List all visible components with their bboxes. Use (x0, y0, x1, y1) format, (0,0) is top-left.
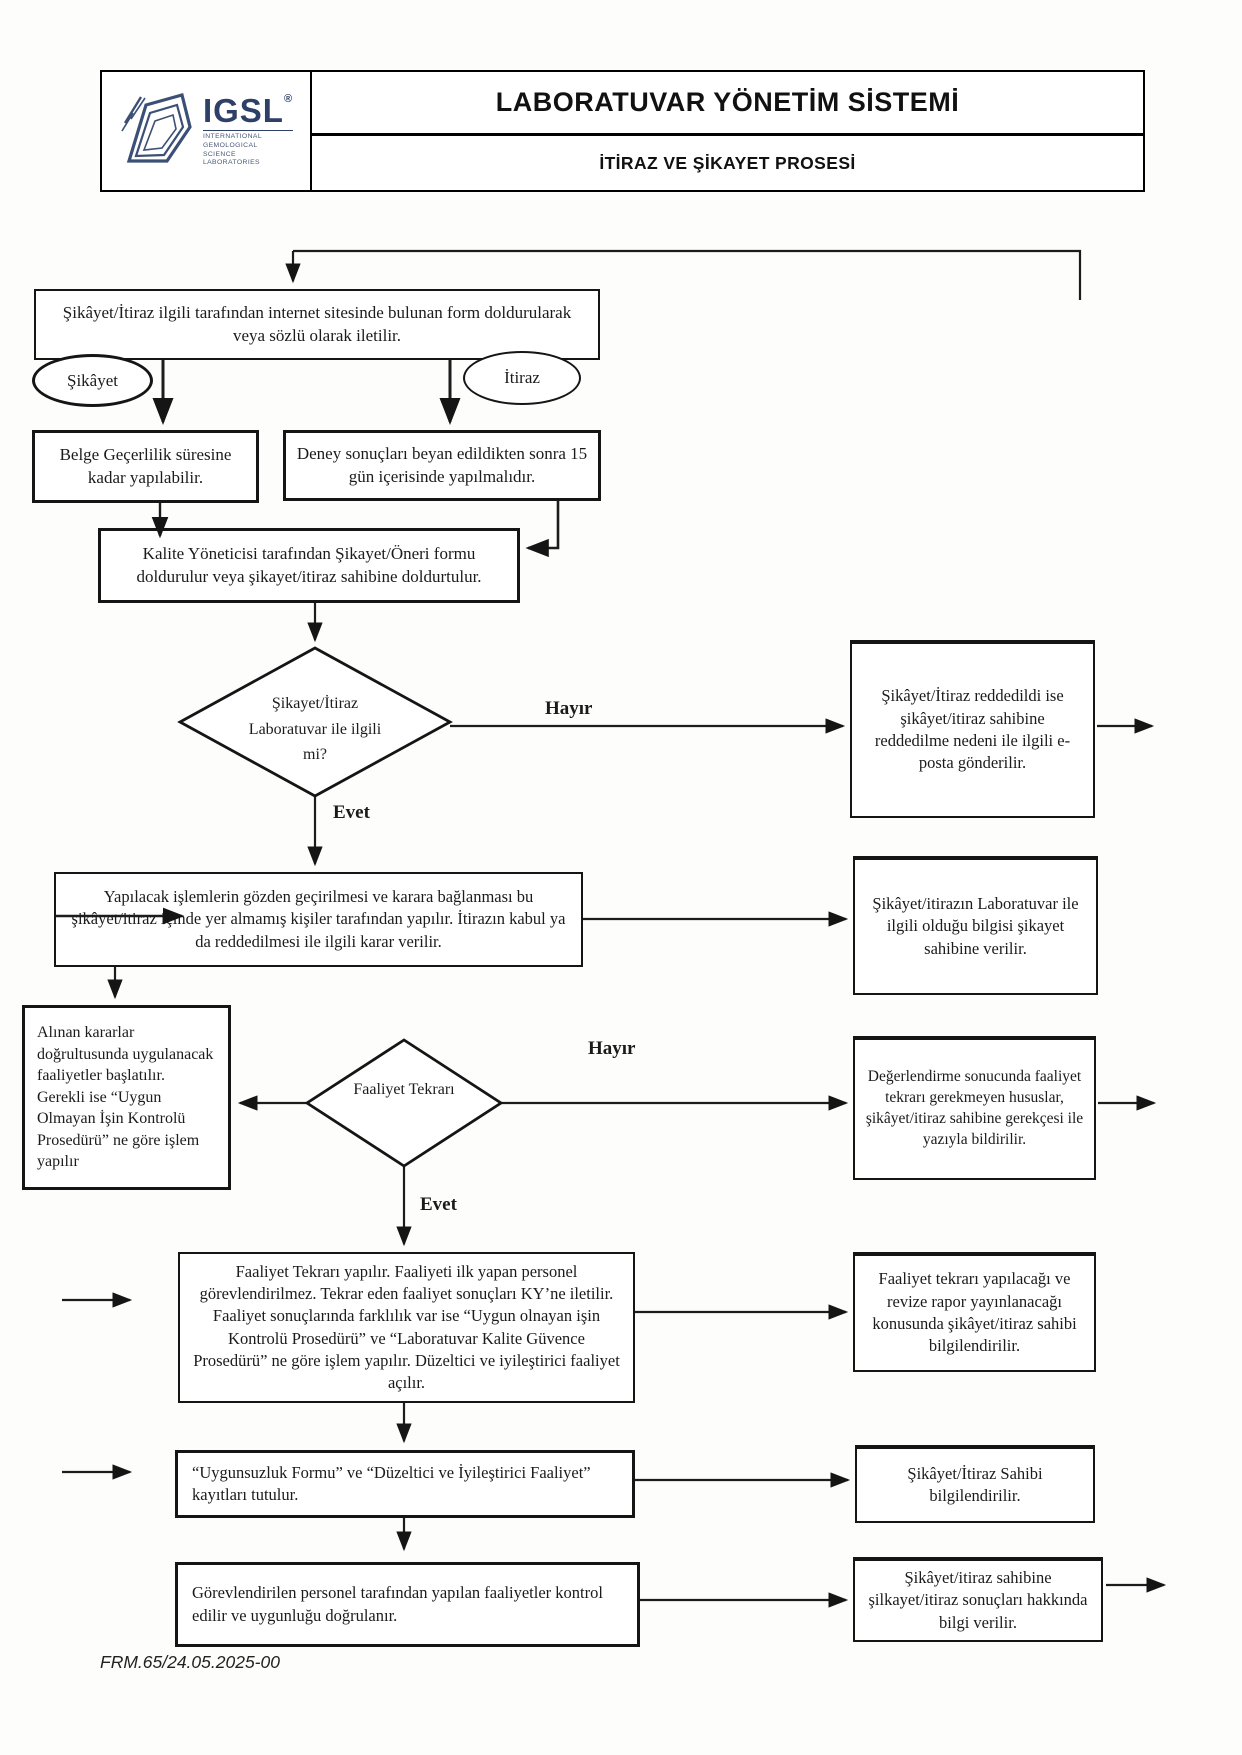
logo-line-3: SCIENCE (202, 150, 236, 158)
node-start: Şikâyet/İtiraz ilgili tarafından interne… (34, 289, 600, 360)
logo: IGSL® INTERNATIONAL GEMOLOGICAL SCIENCE … (102, 72, 312, 190)
node-gozden-gecirme: Yapılacak işlemlerin gözden geçirilmesi … (54, 872, 583, 967)
label-hayir-1: Hayır (545, 698, 593, 719)
node-deney-sonuclari: Deney sonuçları beyan edildikten sonra 1… (283, 430, 601, 501)
label-hayir-2: Hayır (588, 1038, 636, 1059)
registered-mark: ® (283, 92, 294, 105)
node-sahibi-bilgilendirilir: Şikâyet/İtiraz Sahibi bilgilendirilir. (855, 1445, 1095, 1523)
node-alinan-kararlar: Alınan kararlar doğrultusunda uygulanaca… (22, 1005, 231, 1190)
logo-line-4: LABORATORIES (202, 159, 260, 167)
label-evet-1: Evet (333, 802, 370, 823)
logo-subtitle-lines: INTERNATIONAL GEMOLOGICAL SCIENCE LABORA… (202, 129, 294, 168)
gem-icon (121, 93, 192, 163)
logo-line-1: INTERNATIONAL (202, 132, 263, 140)
node-sonuc-bilgi: Şikâyet/itiraz sahibine şilkayet/itiraz … (853, 1557, 1103, 1642)
node-kalite-yoneticisi: Kalite Yöneticisi tarafından Şikayet/Öne… (98, 528, 520, 603)
logo-line-2: GEMOLOGICAL (202, 141, 258, 149)
diamond-faaliyet-label: Faaliyet Tekrarı (353, 1081, 455, 1098)
page-title: LABORATUVAR YÖNETİM SİSTEMİ (312, 72, 1143, 136)
footer-doc-code: FRM.65/24.05.2025-00 (100, 1652, 280, 1672)
node-reddedildi-eposta: Şikâyet/İtiraz reddedildi ise şikâyet/it… (850, 640, 1095, 818)
node-tekrar-bilgi: Faaliyet tekrarı yapılacağı ve revize ra… (853, 1252, 1096, 1372)
ellipse-sikayet: Şikâyet (32, 354, 153, 407)
page-subtitle: İTİRAZ VE ŞİKAYET PROSESİ (599, 152, 856, 173)
label-evet-2: Evet (420, 1194, 457, 1215)
ellipse-itiraz: İtiraz (463, 351, 581, 405)
node-itirazin-bilgi: Şikâyet/itirazın Laboratuvar ile ilgili … (853, 856, 1098, 995)
node-degerlendirme: Değerlendirme sonucunda faaliyet tekrarı… (853, 1036, 1096, 1180)
document-header: IGSL® INTERNATIONAL GEMOLOGICAL SCIENCE … (100, 70, 1145, 192)
logo-text: IGSL® INTERNATIONAL GEMOLOGICAL SCIENCE … (202, 91, 294, 168)
node-faaliyet-tekrari: Faaliyet Tekrarı yapılır. Faaliyeti ilk … (178, 1252, 635, 1403)
logo-name: IGSL® (202, 91, 294, 129)
decision-diamond-faaliyet (304, 1038, 504, 1168)
header-right: LABORATUVAR YÖNETİM SİSTEMİ İTİRAZ VE Şİ… (312, 72, 1143, 190)
node-gorevlendirilen-kontrol: Görevlendirilen personel tarafından yapı… (175, 1562, 640, 1647)
node-uygunsuzluk-formu: “Uygunsuzluk Formu” ve “Düzeltici ve İyi… (175, 1450, 635, 1518)
node-belge-gecerlilik: Belge Geçerlilik süresine kadar yapılabi… (32, 430, 259, 503)
logo-name-label: IGSL (202, 91, 284, 129)
diamond-ilgili-label: Şikayet/İtiraz Laboratuvar ile ilgili mi… (248, 695, 382, 764)
